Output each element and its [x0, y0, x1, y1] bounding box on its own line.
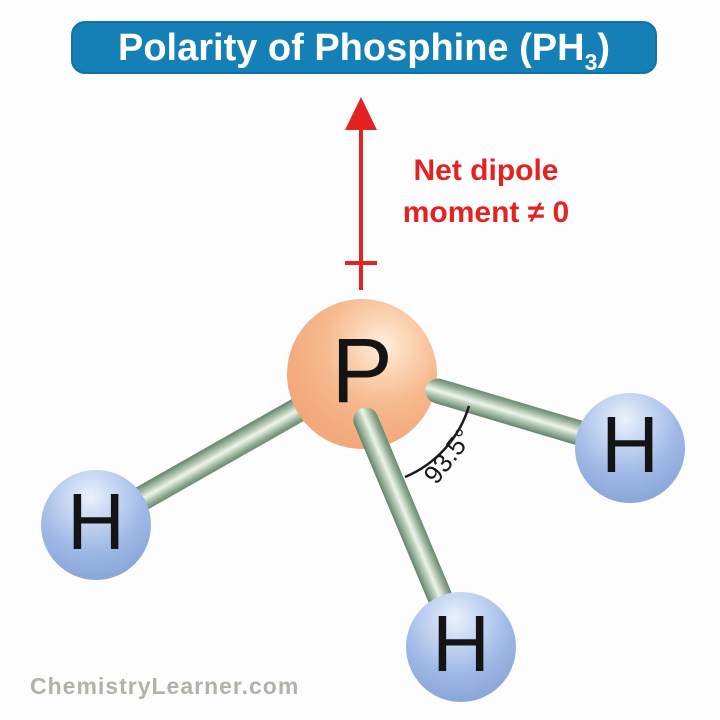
hydrogen-atom-label: H [67, 477, 125, 566]
page-title: Polarity of Phosphine (PH3) [117, 26, 611, 74]
page-title-main: Polarity of Phosphine (PH [117, 26, 585, 69]
net-dipole-annotation: Net dipole moment ≠ 0 [386, 150, 586, 234]
dipole-arrow-head-icon [345, 97, 377, 130]
net-dipole-line2: moment ≠ 0 [402, 196, 570, 229]
hydrogen-atom-right: H [575, 393, 685, 503]
net-dipole-line1: Net dipole [413, 154, 559, 187]
hydrogen-atom-left: H [41, 470, 151, 580]
phosphorus-atom-label: P [331, 319, 393, 422]
page-title-subscript: 3 [584, 48, 598, 75]
dipole-arrow-shaft [359, 126, 363, 290]
hydrogen-atom-label: H [601, 400, 659, 489]
hydrogen-atom-label: H [432, 599, 490, 688]
watermark: ChemistryLearner.com [30, 673, 300, 699]
dipole-arrow-plus-tail [345, 261, 377, 265]
hydrogen-atom-bottom: H [406, 592, 516, 702]
title-banner: Polarity of Phosphine (PH3) [71, 21, 657, 74]
page-title-suffix: ) [597, 26, 611, 69]
